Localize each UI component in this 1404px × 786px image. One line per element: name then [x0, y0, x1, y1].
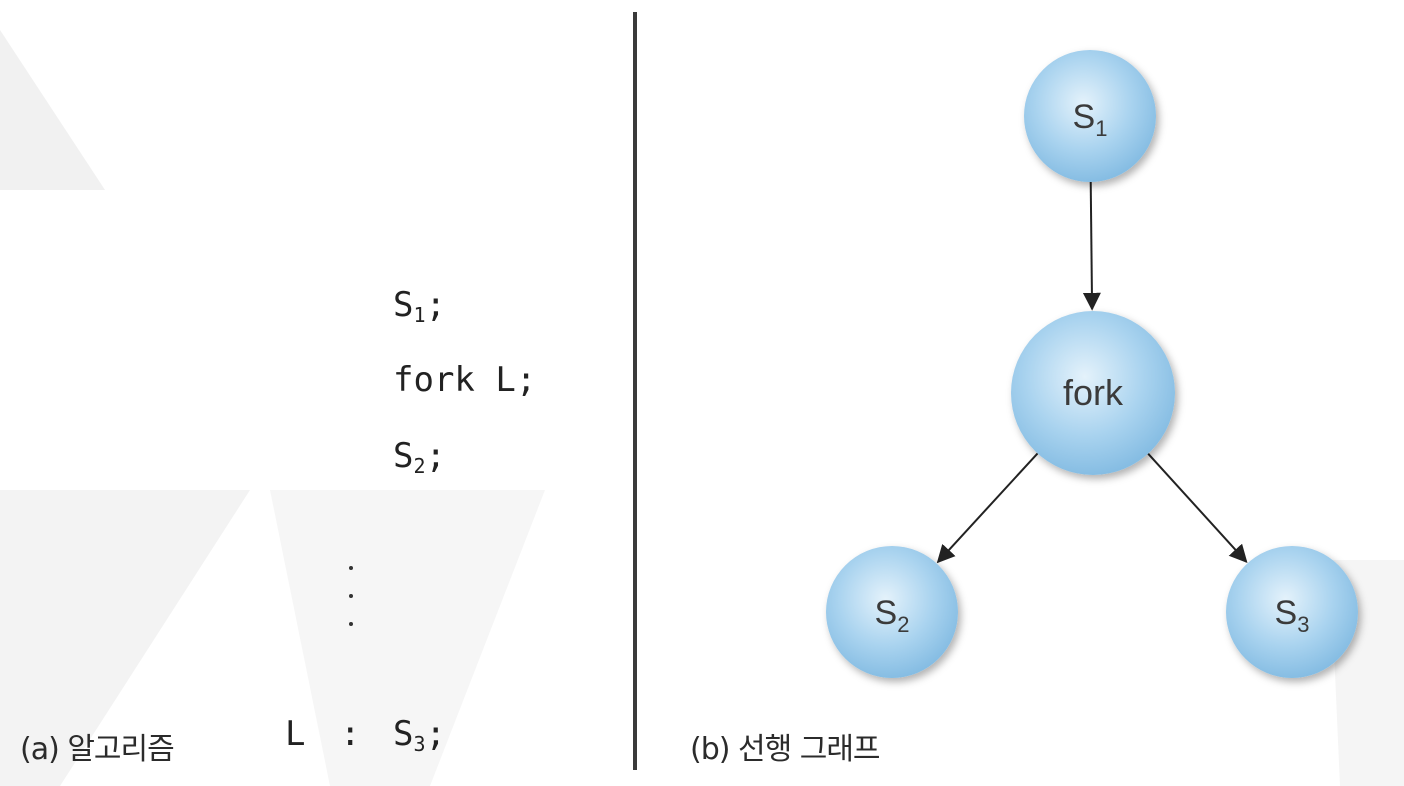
code-line-colon: :	[340, 714, 361, 754]
code-line-s2: S2;	[393, 436, 447, 478]
node-s2: S2	[826, 546, 958, 678]
panel-divider	[633, 12, 637, 770]
node-s1: S1	[1024, 50, 1156, 182]
node-label-fork: fork	[1063, 372, 1124, 413]
edge-fork-s2	[936, 452, 1039, 564]
edge-s1-fork	[1082, 181, 1101, 311]
node-s3: S3	[1226, 546, 1358, 678]
code-line-s3: S3;	[393, 714, 447, 756]
node-circle-s2	[826, 546, 958, 678]
node-circle-s3	[1226, 546, 1358, 678]
code-line-s1: S1;	[393, 285, 447, 327]
caption-graph: (b) 선행 그래프	[690, 732, 881, 767]
node-fork: fork	[1011, 311, 1175, 475]
node-circle-fork	[1011, 311, 1175, 475]
code-line-fork: fork L;	[393, 360, 537, 400]
node-circle-s1	[1024, 50, 1156, 182]
caption-algorithm: (a) 알고리즘	[20, 732, 175, 767]
edge-fork-s3	[1147, 453, 1248, 564]
code-line-label: L	[285, 714, 306, 754]
vertical-ellipsis	[341, 566, 361, 638]
